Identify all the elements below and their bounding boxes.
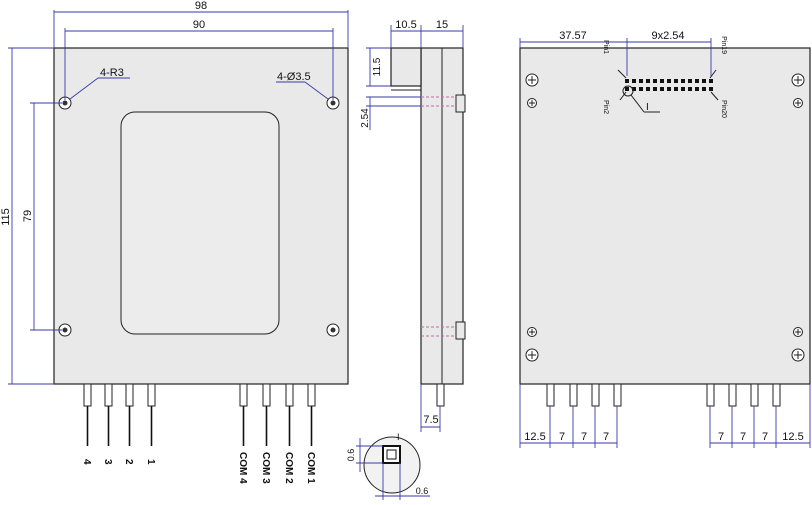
detail-dim-pin-width: 0.6 (416, 486, 429, 496)
detail-label: I (397, 432, 400, 442)
dim-connector-span: 9x2.54 (651, 30, 684, 42)
rear-housing (519, 47, 811, 385)
rear-dim: 12.5 (782, 431, 803, 443)
pin-callout-pin2: Pin2 (602, 100, 609, 114)
dim-hole-spacing-width: 90 (193, 19, 205, 31)
screw-icon (793, 98, 803, 108)
mounting-hole (58, 323, 72, 337)
callout-corner-radius: 4-R3 (100, 67, 124, 79)
callout-hole-diameter: 4-Ø3.5 (277, 71, 311, 83)
screw-icon (791, 73, 805, 87)
side-connector-block (390, 47, 422, 87)
detail-marker-circle (622, 85, 634, 97)
screw-icon (525, 73, 539, 87)
dim-pin-height: 11.5 (372, 57, 383, 76)
mounting-hole (326, 96, 340, 110)
rear-dim: 7 (559, 431, 565, 443)
screw-icon (527, 327, 537, 337)
detail-dim-pin-height: 0.6 (346, 449, 356, 462)
dim-connector-offset: 37.57 (559, 30, 587, 42)
mounting-hole (326, 323, 340, 337)
dim-hole-spacing-height: 79 (22, 210, 34, 222)
rear-connector-pins (625, 79, 713, 91)
detail-circle (363, 436, 421, 494)
pin-callout-pin20: Pin20 (720, 100, 727, 118)
dim-overall-height: 115 (0, 208, 12, 226)
rear-dim: 7 (740, 431, 746, 443)
screw-icon (527, 98, 537, 108)
pin-label-1: 1 (145, 459, 156, 465)
detail-view: 0.6 0.6 I (346, 432, 430, 500)
dim-offset: 7.5 (423, 414, 438, 426)
side-view: 10.5 15 11.5 2.54 7.5 (360, 19, 466, 432)
rear-pins (546, 383, 781, 407)
dim-pin-pitch: 2.54 (360, 108, 371, 128)
rear-dim: 7 (581, 431, 587, 443)
front-pins-right (239, 383, 316, 446)
rear-detail-marker: I (646, 102, 649, 113)
rear-dim: 12.5 (524, 431, 545, 443)
pin-label-3: 3 (102, 459, 113, 465)
pin-label-2: 2 (123, 459, 134, 465)
pin-label-com4: COM 4 (237, 452, 248, 484)
pin-callout-pin1: Pin1 (602, 40, 609, 54)
rear-dim: 7 (603, 431, 609, 443)
side-pin (436, 383, 445, 407)
pin-label-com1: COM 1 (305, 452, 316, 484)
pin-label-com2: COM 2 (283, 452, 294, 484)
dim-overall-width: 98 (195, 0, 207, 12)
front-pins-left (83, 383, 156, 446)
rear-dim: 7 (762, 431, 768, 443)
dim-depth-b: 15 (436, 19, 448, 31)
screw-icon (793, 327, 803, 337)
pin-callout-pin19: Pin19 (720, 36, 727, 54)
pin-label-4: 4 (81, 459, 92, 465)
front-window (120, 111, 280, 335)
front-view: 98 90 115 79 4-R3 4-Ø3.5 (0, 0, 349, 484)
screw-icon (791, 348, 805, 362)
dim-depth-a: 10.5 (395, 19, 416, 31)
screw-icon (525, 348, 539, 362)
rear-dim: 7 (718, 431, 724, 443)
rear-view: I Pin1 Pin19 Pin2 Pin20 37.57 9x2.54 (519, 30, 811, 448)
pin-label-com3: COM 3 (260, 452, 271, 484)
